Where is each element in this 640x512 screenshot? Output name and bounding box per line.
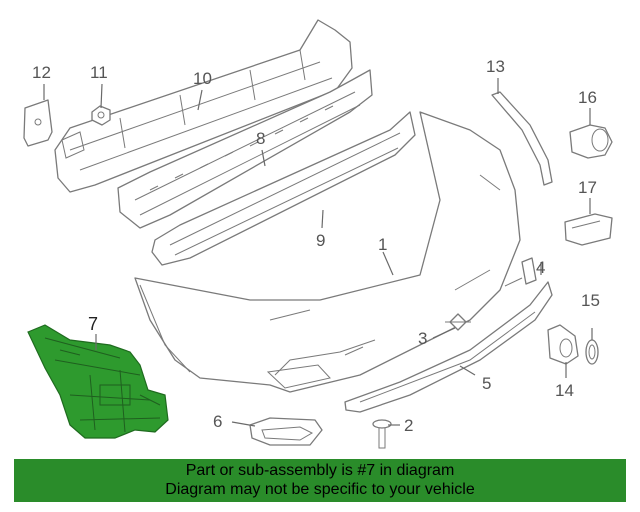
callout-2: 2: [404, 416, 413, 435]
callout-15: 15: [581, 291, 600, 310]
part-17-sensor-bracket: [564, 213, 613, 246]
part-6-exhaust-trim: [249, 417, 323, 446]
part-8-energy-absorber: [117, 69, 373, 229]
callout-11: 11: [90, 63, 108, 82]
part-11-nut: [91, 105, 111, 126]
callout-6: 6: [213, 412, 222, 431]
banner-line-part-number: Part or sub-assembly is #7 in diagram: [185, 462, 455, 479]
part-7-bumper-bracket-highlighted: [27, 324, 169, 439]
part-5-lower-valance: [344, 281, 553, 413]
callout-7: 7: [88, 314, 98, 334]
callout-3: 3: [418, 329, 427, 348]
callout-5: 5: [482, 374, 491, 393]
part-15-seal-ring: [585, 339, 599, 365]
part-14-sensor-holder: [547, 324, 579, 365]
callout-16: 16: [578, 88, 597, 107]
callout-4: 4: [536, 258, 545, 277]
callout-10: 10: [193, 69, 212, 88]
part-16-park-sensor: [569, 124, 613, 159]
part-4-clip: [504, 257, 537, 287]
bumper-exploded-diagram: 10 8 9 1 4 3 2 5 6 12 11 13 16 17 14 15 …: [23, 19, 613, 449]
part-10-impact-bar: [54, 19, 353, 193]
banner-line-disclaimer: Diagram may not be specific to your vehi…: [165, 481, 475, 498]
part-1-bumper-cover: [134, 111, 521, 393]
highlight-notice-banner: Part or sub-assembly is #7 in diagram Di…: [14, 459, 626, 502]
part-9-bumper-bracket: [151, 111, 416, 266]
part-3-retainer: [445, 313, 471, 331]
part-12-bracket: [23, 99, 53, 147]
callout-12: 12: [32, 63, 51, 82]
callout-labels: 10 8 9 1 4 3 2 5 6 12 11 13 16 17 14 15 …: [32, 57, 600, 435]
callout-13: 13: [486, 57, 505, 76]
leader-lines: [43, 78, 593, 427]
part-13-trim-strip: [491, 91, 553, 186]
callout-14: 14: [555, 381, 574, 400]
part-2-screw: [372, 419, 392, 449]
callout-17: 17: [578, 178, 597, 197]
callout-8: 8: [256, 129, 265, 148]
callout-9: 9: [316, 231, 325, 250]
callout-1: 1: [378, 235, 387, 254]
